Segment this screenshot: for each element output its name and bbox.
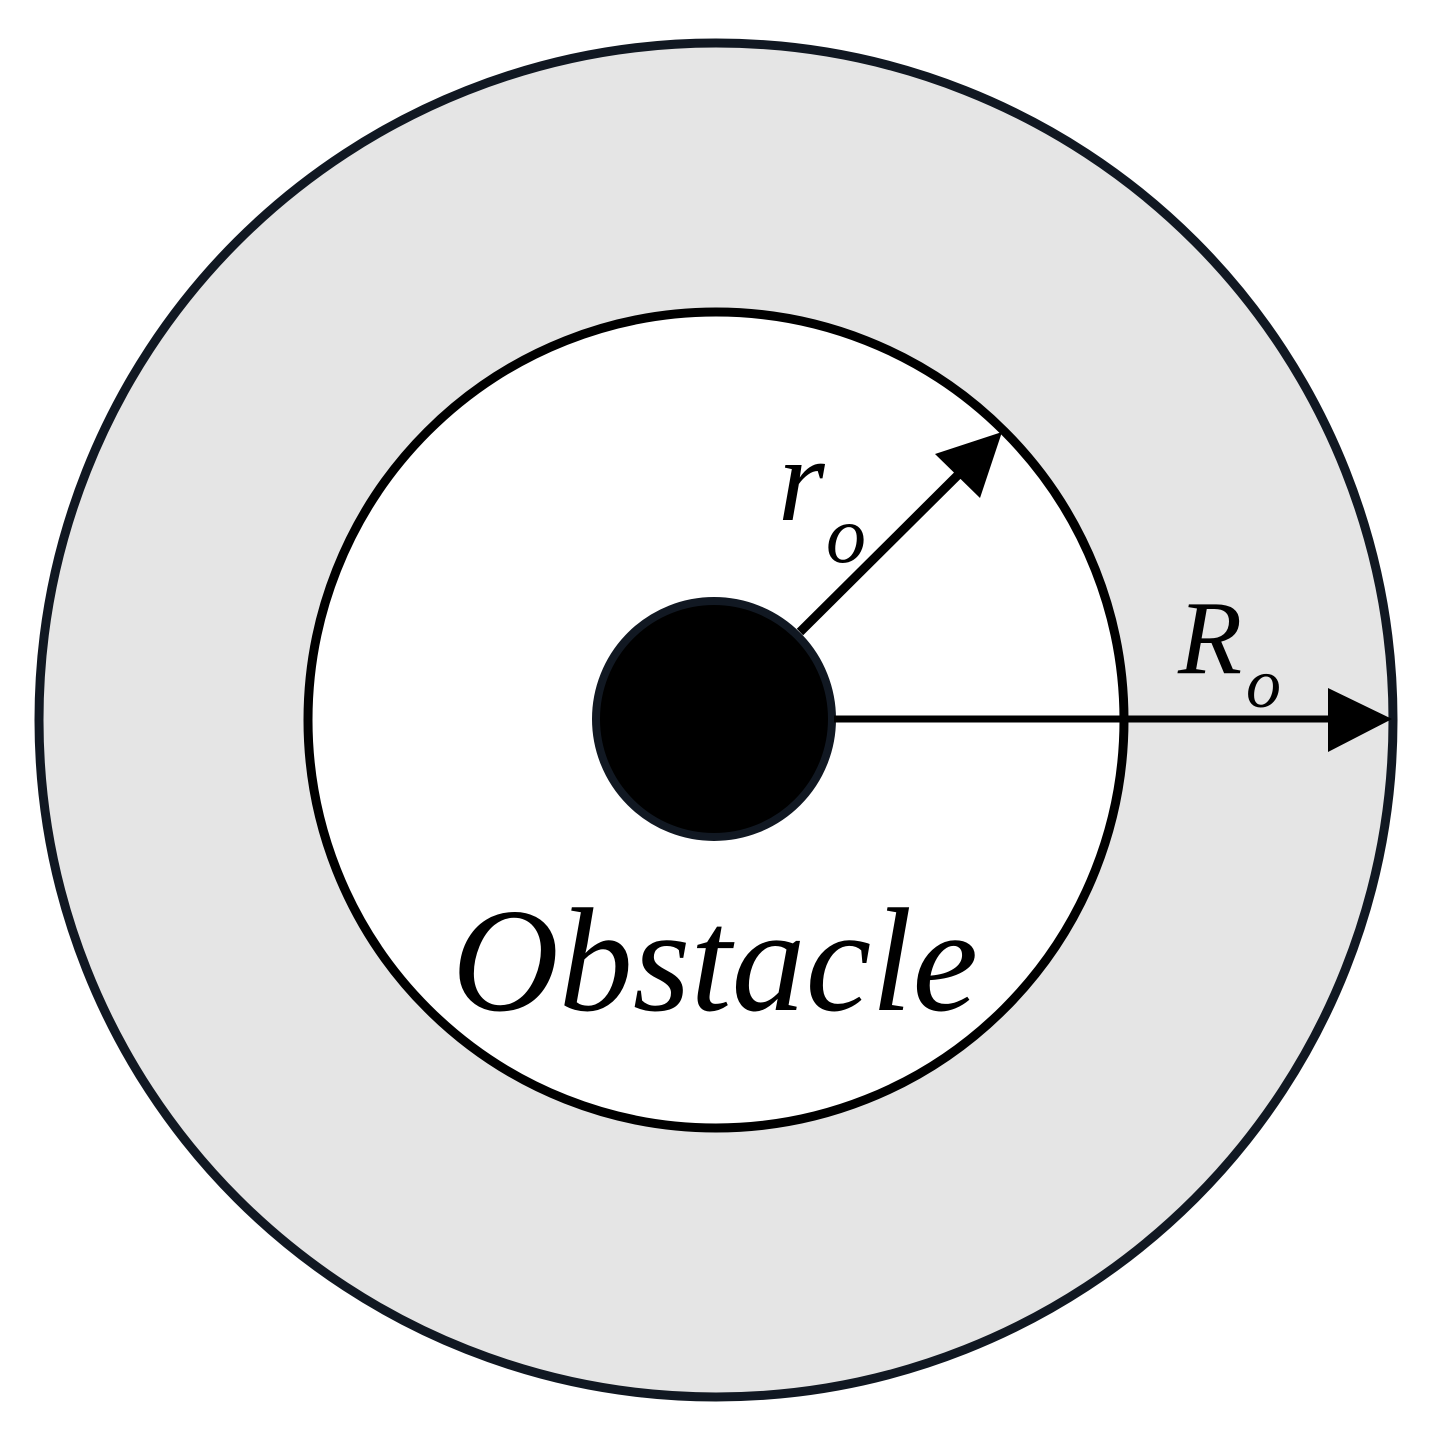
- outer-radius-subscript: o: [1246, 646, 1281, 723]
- inner-radius-subscript: o: [826, 492, 866, 580]
- inner-radius-label: r: [778, 413, 826, 546]
- obstacle-label: Obstacle: [452, 879, 978, 1043]
- outer-radius-label: R: [1177, 579, 1242, 696]
- obstacle-disk: [592, 597, 836, 841]
- inner-radius-arrow: [796, 432, 1002, 636]
- outer-radius-arrow: [834, 688, 1392, 752]
